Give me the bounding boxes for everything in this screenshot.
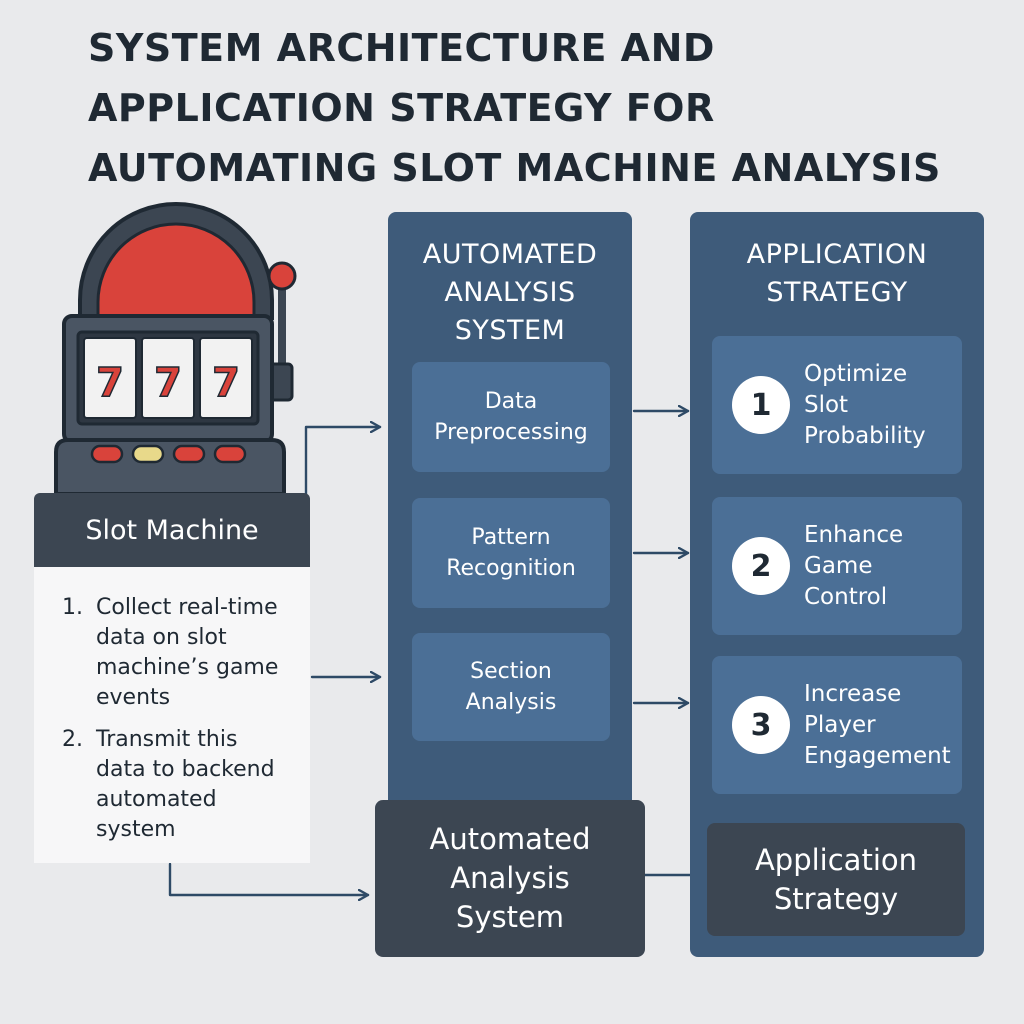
analysis-column-heading: AUTOMATED ANALYSIS SYSTEM: [388, 236, 632, 350]
reel-1: 7: [83, 337, 137, 419]
strategy-1-number-badge: 1: [732, 376, 790, 434]
step-pattern-recognition: Pattern Recognition: [412, 498, 610, 608]
title-line-3: AUTOMATING SLOT MACHINE ANALYSIS: [88, 146, 941, 190]
strategy-3-text: Increase Player Engagement: [804, 679, 951, 772]
title-line-2: APPLICATION STRATEGY FOR: [88, 86, 715, 130]
reel-1-symbol: 7: [96, 360, 124, 406]
application-strategy-box: Application Strategy: [707, 823, 965, 936]
slot-step-1-number: 1.: [62, 595, 83, 620]
title-line-1: SYSTEM ARCHITECTURE AND: [88, 26, 715, 70]
strategy-1-text: Optimize Slot Probability: [804, 359, 926, 452]
strategy-item-optimize: 1 Optimize Slot Probability: [712, 336, 962, 474]
slot-machine-steps: 1. Collect real-time data on slot machin…: [34, 567, 310, 863]
step-section-line-1: Section: [470, 659, 552, 684]
analysis-heading-line-2: ANALYSIS: [444, 277, 576, 308]
reel-2: 7: [141, 337, 195, 419]
strategy-heading-line-1: APPLICATION: [746, 239, 928, 270]
strategy-2-text: Enhance Game Control: [804, 520, 903, 613]
slot-machine-icon: 7 7 7: [54, 202, 297, 496]
strategy-item-increase: 3 Increase Player Engagement: [712, 656, 962, 794]
bottom-strategy-line-2: Strategy: [773, 881, 899, 916]
step-pattern-line-2: Recognition: [446, 556, 576, 581]
slot-machine-label: Slot Machine: [34, 493, 310, 567]
step-data-line-2: Preprocessing: [434, 420, 588, 445]
slot-step-2: 2. Transmit this data to backend automat…: [62, 725, 290, 845]
reel-3-symbol: 7: [212, 360, 240, 406]
bottom-strategy-line-1: Application: [754, 842, 918, 877]
strategy-item-enhance: 2 Enhance Game Control: [712, 497, 962, 635]
step-section-line-2: Analysis: [465, 690, 557, 715]
bottom-analysis-line-1: Automated: [429, 822, 591, 856]
step-data-line-1: Data: [484, 389, 538, 414]
reel-2-symbol: 7: [154, 360, 182, 406]
step-section-analysis: Section Analysis: [412, 633, 610, 741]
step-data-preprocessing: Data Preprocessing: [412, 362, 610, 472]
strategy-1-line-2: Slot: [804, 391, 849, 418]
strategy-2-line-1: Enhance: [804, 521, 904, 548]
automated-analysis-system-box: Automated Analysis System: [375, 800, 645, 957]
strategy-2-number-badge: 2: [732, 537, 790, 595]
analysis-heading-line-1: AUTOMATED: [422, 239, 598, 270]
strategy-1-line-1: Optimize: [804, 360, 908, 387]
bottom-analysis-line-3: System: [455, 900, 565, 934]
page-title: SYSTEM ARCHITECTURE AND APPLICATION STRA…: [88, 18, 988, 198]
strategy-3-line-1: Increase: [804, 680, 902, 707]
slot-step-1-text: Collect real-time data on slot machine’s…: [96, 595, 279, 710]
arrow-machine-to-analysis: [304, 427, 382, 496]
strategy-column-heading: APPLICATION STRATEGY: [690, 236, 984, 312]
slot-step-1: 1. Collect real-time data on slot machin…: [62, 593, 290, 713]
reel-3: 7: [199, 337, 253, 419]
strategy-2-line-3: Control: [804, 583, 888, 610]
strategy-2-line-2: Game: [804, 552, 873, 579]
strategy-3-number-badge: 3: [732, 696, 790, 754]
strategy-heading-line-2: STRATEGY: [766, 277, 908, 308]
analysis-heading-line-3: SYSTEM: [454, 315, 566, 346]
bottom-analysis-line-2: Analysis: [450, 861, 570, 895]
slot-step-2-number: 2.: [62, 727, 83, 752]
slot-step-2-text: Transmit this data to backend automated …: [96, 727, 275, 842]
step-pattern-line-1: Pattern: [471, 525, 551, 550]
arrow-notes-to-bottom: [168, 862, 370, 895]
strategy-1-line-3: Probability: [804, 422, 926, 449]
strategy-3-line-2: Player: [804, 711, 876, 738]
strategy-3-line-3: Engagement: [804, 742, 951, 769]
